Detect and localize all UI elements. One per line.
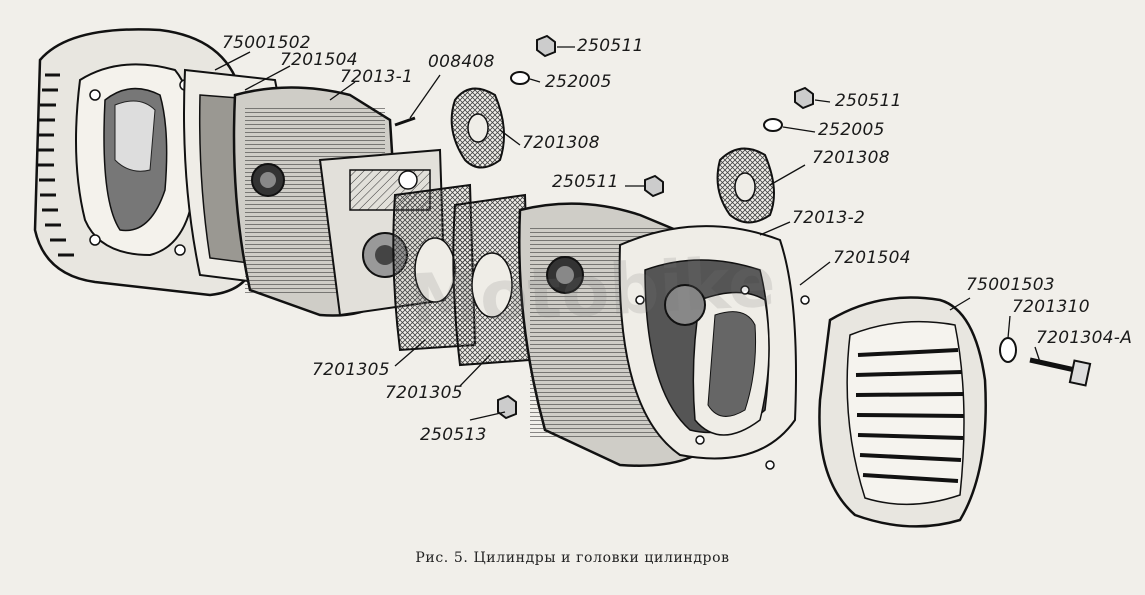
label-cylinder-left: 72013-1 [340, 67, 414, 87]
nut-top-1 [536, 34, 556, 58]
bolt-washer [999, 337, 1017, 363]
label-nut-mid: 250511 [552, 172, 619, 192]
label-nut-bottom: 250513 [420, 425, 487, 445]
label-base-gasket-1: 7201305 [312, 360, 390, 380]
figure-caption: Рис. 5. Цилиндры и головки цилиндров [415, 550, 730, 566]
stud-bolt [394, 116, 416, 127]
washer-top-1 [510, 71, 530, 85]
nut-bottom [497, 394, 517, 420]
label-head-cover-left: 75001502 [222, 33, 311, 53]
label-washer-top-2: 252005 [818, 120, 885, 140]
label-gasket-right: 7201504 [833, 248, 911, 268]
leader-lines [214, 46, 1041, 421]
label-flange-gasket-2: 7201308 [812, 148, 890, 168]
flange-gasket-2 [716, 147, 775, 224]
left-cylinder [232, 86, 447, 317]
label-nut-top-2: 250511 [835, 91, 902, 111]
label-cylinder-right: 72013-2 [792, 208, 866, 228]
right-head-gasket [618, 225, 810, 470]
washer-top-2 [763, 118, 783, 132]
nut-top-2 [794, 86, 814, 110]
label-washer-top-1: 252005 [545, 72, 612, 92]
label-base-gasket-2: 7201305 [385, 383, 463, 403]
label-stud: 008408 [428, 52, 495, 72]
right-head-cover [818, 296, 987, 528]
label-flange-gasket-1: 7201308 [522, 133, 600, 153]
label-washer-bolt: 7201310 [1012, 297, 1090, 317]
label-nut-top-1: 250511 [577, 36, 644, 56]
nut-mid [644, 174, 664, 198]
label-head-cover-right: 75001503 [966, 275, 1055, 295]
base-gasket-2 [452, 193, 532, 367]
label-bolt: 7201304-A [1036, 328, 1133, 348]
flange-gasket-1 [450, 87, 505, 169]
head-bolt [1029, 357, 1092, 387]
label-gasket-left: 7201504 [280, 50, 358, 70]
